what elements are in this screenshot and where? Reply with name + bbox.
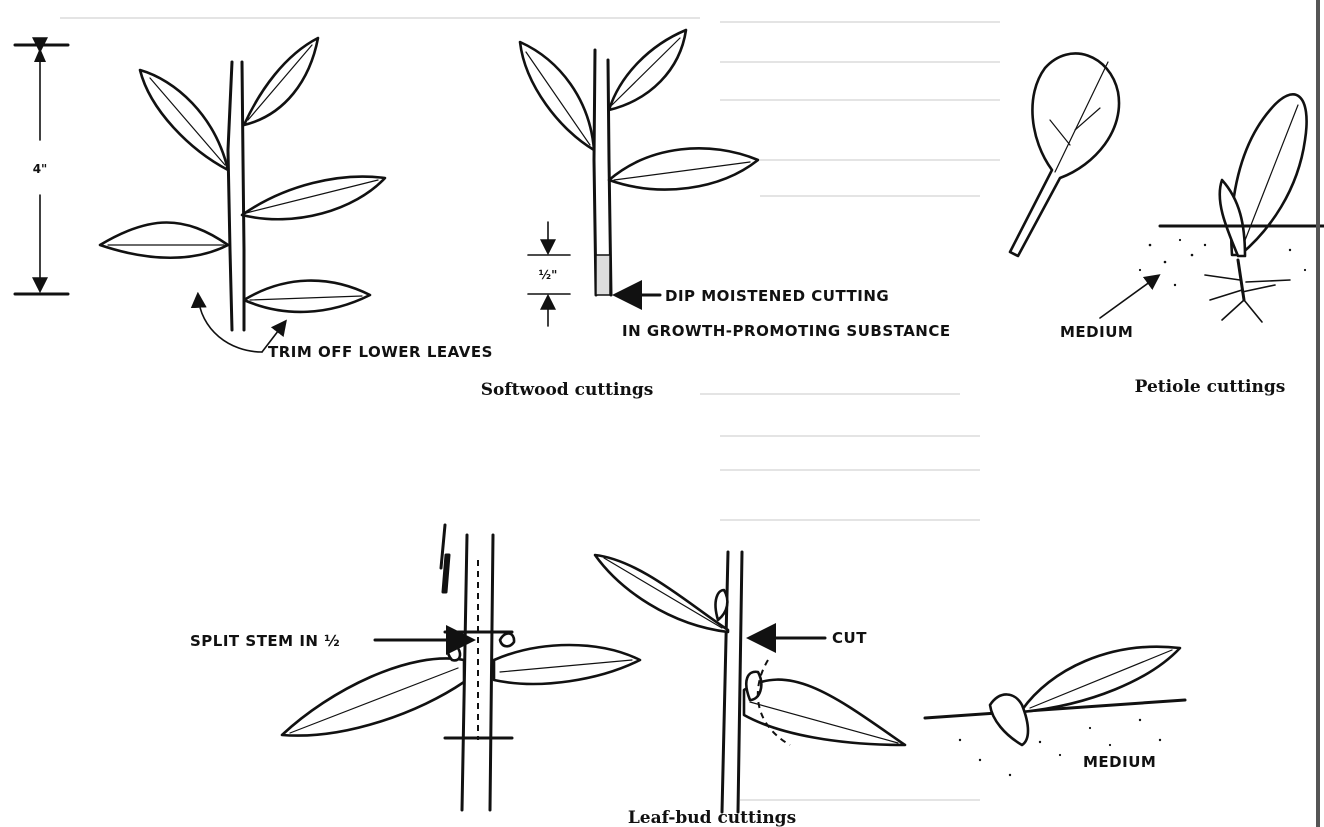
planted-bud-stub [990,694,1028,745]
leafbud-split-stem [282,525,640,810]
trim-lower-leaves-label: TRIM OFF LOWER LEAVES [268,343,493,361]
petiole-cutting-leaf [1010,53,1119,256]
petiole-leaf-detached [1010,53,1119,256]
caption-softwood: Softwood cuttings [481,380,654,400]
split-stem-label: SPLIT STEM IN ½ [190,632,340,650]
petiole-cutting-planted [1100,94,1324,322]
cut-leaf-lower [744,680,905,745]
caption-leafbud: Leaf-bud cuttings [628,808,796,827]
softwood-cutting-whole-shoot: 4" TRIM OFF LOWER LEAVES [15,38,493,361]
cut-label: CUT [832,629,867,647]
leafbud-medium-label: MEDIUM [1083,753,1156,771]
dip-label-line1: DIP MOISTENED CUTTING [665,287,889,305]
leafbud-cut [595,552,905,812]
leaf-lower-left [100,223,228,258]
dipped-base [596,255,610,295]
petiole-medium-label: MEDIUM [1060,323,1133,341]
leaf-middle-right [242,177,385,220]
leaf-lower-right-2 [609,148,758,189]
leaf-upper-left [140,70,228,170]
leafbud-leaf-right [494,645,640,684]
softwood-cutting-prepared: ½" DIP MOISTENED CUTTING IN GROWTH-PROMO… [520,30,951,340]
dip-label-line2: IN GROWTH-PROMOTING SUBSTANCE [622,322,951,340]
cut-leaf-upper [595,555,728,632]
caption-petiole: Petiole cuttings [1135,377,1286,397]
measure-half-in-text: ½" [539,268,558,282]
measure-4in-text: 4" [33,162,48,176]
leafbud-leaf-left [282,658,464,735]
